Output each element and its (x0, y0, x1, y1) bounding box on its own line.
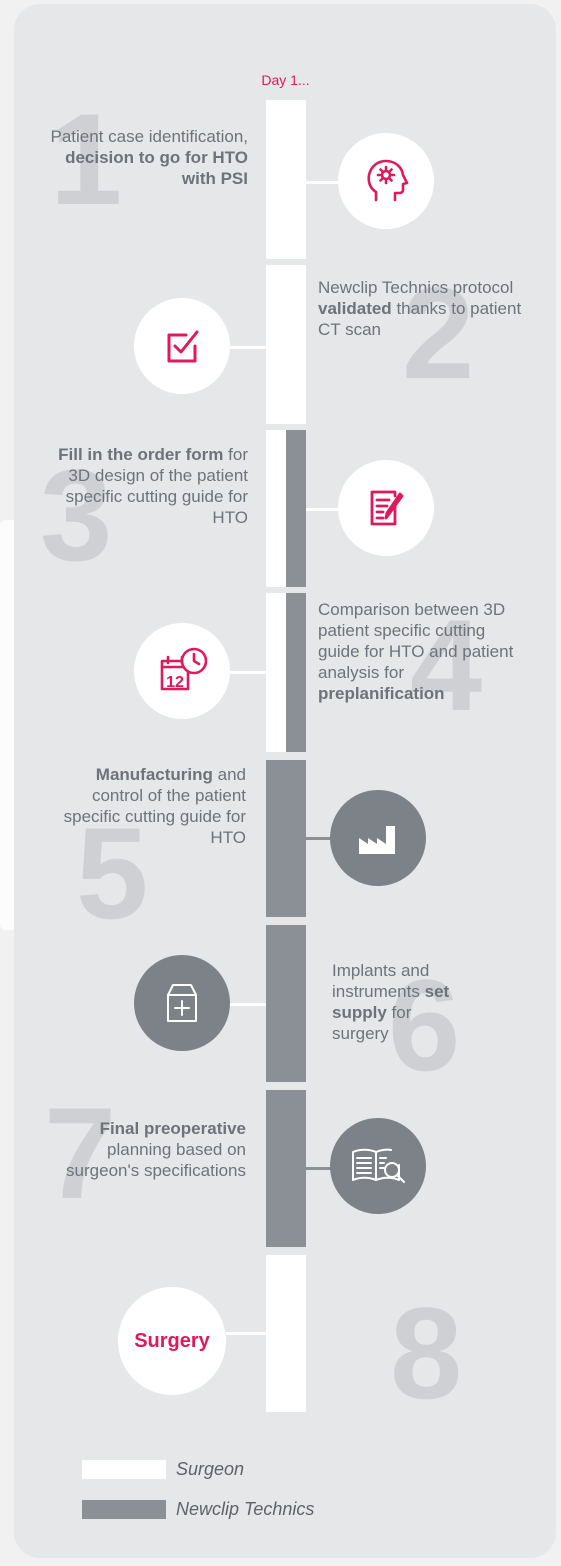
step-8-number: 8 (390, 1280, 463, 1426)
head-gear-icon (367, 159, 409, 202)
step-2-number: 2 (402, 260, 475, 406)
form-edit-icon (370, 490, 404, 526)
step-4-text: Comparison between 3D patient specific c… (318, 600, 514, 703)
timeline-segment-6 (266, 925, 306, 1082)
connector-3 (306, 508, 346, 511)
step-3-circle (338, 460, 434, 556)
timeline-segment-2 (266, 265, 306, 424)
step-8-circle: Surgery (118, 1287, 226, 1395)
checkbox-icon (167, 330, 199, 363)
connector-1 (306, 181, 346, 184)
timeline-segment-1 (266, 100, 306, 259)
legend-newclip-swatch (82, 1500, 166, 1519)
connector-4 (226, 671, 266, 674)
box-plus-icon (167, 984, 197, 1022)
legend-surgeon-label: Surgeon (176, 1459, 245, 1479)
day-label: Day 1... (261, 72, 310, 88)
step-5-text: Manufacturing and control of the patient… (63, 765, 246, 847)
step-6-number: 6 (388, 952, 461, 1098)
surgery-label: Surgery (134, 1329, 210, 1352)
connector-2 (226, 346, 266, 349)
step-4-number: 4 (410, 592, 483, 738)
step-1-circle (338, 133, 434, 229)
surgeon-share (266, 430, 286, 587)
step-2-circle (134, 298, 230, 394)
factory-icon (359, 826, 395, 854)
surgeon-share (266, 593, 286, 752)
connector-5 (306, 837, 346, 840)
legend-surgeon-swatch (82, 1460, 166, 1479)
step-5-number: 5 (76, 800, 149, 946)
step-2-text: Newclip Technics protocol validated than… (318, 278, 522, 339)
step-6-circle (134, 955, 230, 1051)
step-7-text: Final preoperative planning based on sur… (66, 1119, 246, 1180)
book-search-icon (352, 1148, 405, 1183)
timeline-segment-8 (266, 1255, 306, 1412)
timeline-segment-4 (266, 593, 306, 752)
connector-8 (226, 1332, 266, 1335)
step-7-number: 7 (44, 1080, 117, 1226)
timeline-segment-7 (266, 1090, 306, 1247)
legend-newclip-label: Newclip Technics (176, 1499, 315, 1519)
connector-6 (226, 1003, 266, 1006)
step-4-circle: 12 (134, 623, 230, 719)
timeline-segment-3 (266, 430, 306, 587)
step-6-text: Implants and instruments set supply for … (332, 961, 450, 1043)
step-3-text: Fill in the order form for 3D design of … (58, 445, 248, 527)
connector-7 (306, 1167, 346, 1170)
step-7-circle (330, 1118, 426, 1214)
timeline-segment-5 (266, 760, 306, 917)
step-5-circle (330, 790, 426, 886)
step-1-number: 1 (50, 86, 123, 232)
step-3-number: 3 (40, 442, 113, 588)
calendar-clock-icon: 12 (160, 647, 208, 691)
step-1-text: Patient case identification, decision to… (50, 127, 248, 188)
svg-text:12: 12 (166, 674, 184, 691)
